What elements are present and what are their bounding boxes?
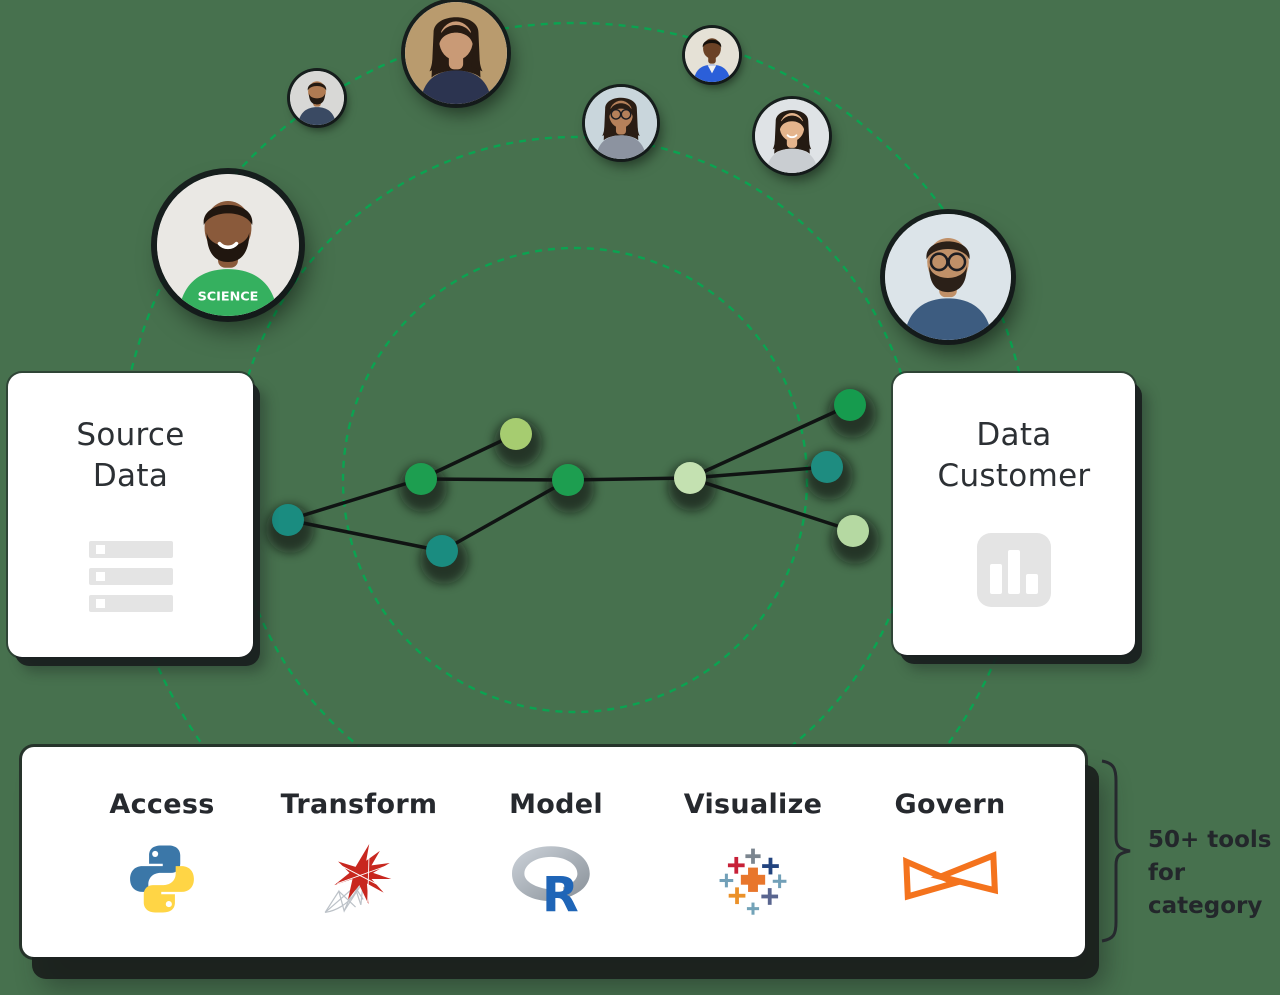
tool-category-visualize: Visualize xyxy=(678,789,828,957)
brace-bracket xyxy=(1101,759,1131,943)
bar-chart-icon xyxy=(977,533,1051,607)
tool-category-govern: Govern xyxy=(875,789,1025,957)
server-row xyxy=(88,541,173,558)
avatar-man-glasses-beard xyxy=(885,214,1011,340)
tools-count-line2: category xyxy=(1148,893,1263,919)
server-row xyxy=(88,595,173,612)
bar-chart-bar xyxy=(990,564,1002,594)
node-5 xyxy=(552,464,584,496)
source-data-title: Source Data xyxy=(76,415,184,497)
tool-category-label: Access xyxy=(109,789,215,820)
avatar-man-green-shirt: SCIENCE xyxy=(157,174,299,316)
svg-text:R: R xyxy=(542,869,579,917)
tool-category-transform: Transform xyxy=(281,789,437,957)
avatar-woman-smiling xyxy=(755,99,829,173)
bar-chart-bar xyxy=(1008,550,1020,594)
sql-server-logo xyxy=(313,840,404,918)
alteryx-logo xyxy=(901,840,999,918)
tableau-logo xyxy=(715,840,791,918)
node-8 xyxy=(811,451,843,483)
avatar-woman-dark-hair xyxy=(405,2,507,104)
node-2 xyxy=(405,463,437,495)
node-9 xyxy=(837,515,869,547)
tool-category-label: Visualize xyxy=(683,789,823,820)
data-customer-title-line2: Customer xyxy=(937,458,1091,494)
tool-category-access: Access xyxy=(87,789,237,957)
node-7 xyxy=(834,389,866,421)
avatar-man-beard-small xyxy=(290,71,344,125)
tool-category-label: Govern xyxy=(894,789,1006,820)
server-list-icon xyxy=(88,541,173,622)
server-row xyxy=(88,568,173,585)
svg-text:SCIENCE: SCIENCE xyxy=(198,289,259,304)
python-logo xyxy=(124,840,200,918)
source-data-card: Source Data xyxy=(8,373,253,657)
avatar-man-blue-suit xyxy=(685,28,739,82)
node-1 xyxy=(272,504,304,536)
node-3 xyxy=(500,418,532,450)
data-customer-title-line1: Data xyxy=(976,417,1052,453)
tool-category-label: Transform xyxy=(280,789,438,820)
data-customer-card: Data Customer xyxy=(893,373,1135,655)
node-6 xyxy=(674,462,706,494)
node-4 xyxy=(426,535,458,567)
bar-chart-bar xyxy=(1026,574,1038,594)
r-logo: R xyxy=(511,840,600,918)
tools-bar: Access Transform xyxy=(22,747,1085,957)
source-data-title-line1: Source xyxy=(76,417,185,453)
data-customer-title: Data Customer xyxy=(938,415,1091,497)
tool-category-model: Model R xyxy=(481,789,631,957)
tools-count-line1: 50+ tools for xyxy=(1148,827,1272,886)
tools-count-annotation: 50+ tools for category xyxy=(1148,824,1278,923)
avatar-woman-glasses xyxy=(585,87,657,159)
source-data-title-line2: Data xyxy=(92,458,169,494)
tool-category-label: Model xyxy=(509,789,603,820)
